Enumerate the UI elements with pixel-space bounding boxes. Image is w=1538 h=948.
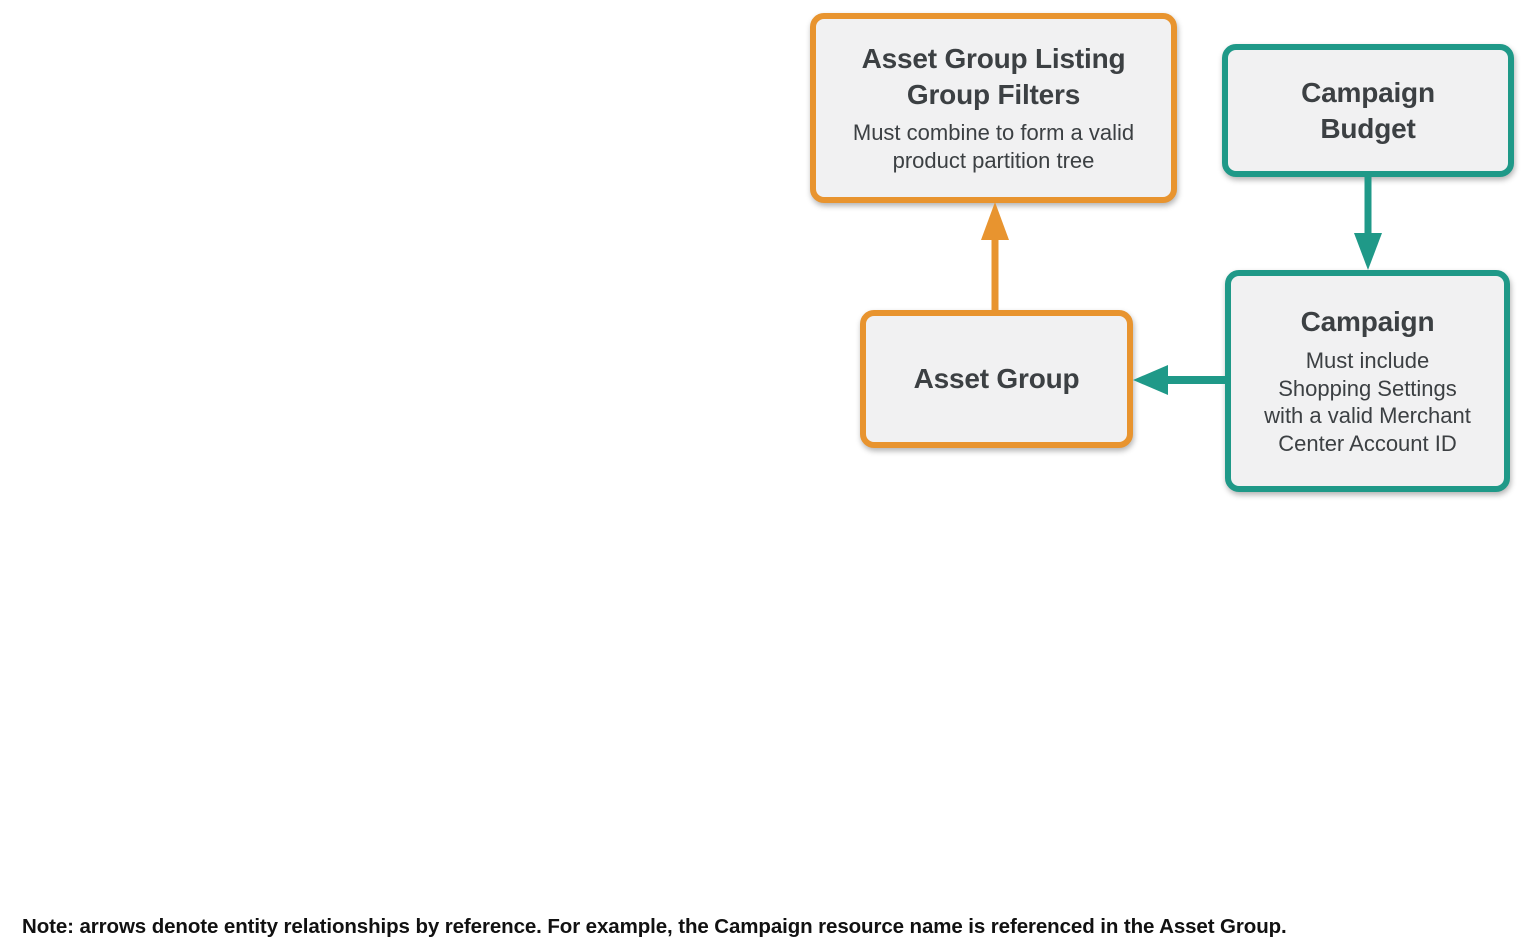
footnote: Note: arrows denote entity relationships…: [22, 915, 1287, 938]
arrow-campaign-to-asset-group-icon: [1133, 365, 1227, 395]
arrow-budget-to-campaign-icon: [1354, 175, 1382, 270]
node-campaign-budget: Campaign Budget: [1222, 44, 1514, 177]
node-subtitle: Must include Shopping Settings with a va…: [1264, 347, 1471, 456]
node-title: Campaign: [1300, 306, 1435, 338]
arrow-asset-group-to-filters-icon: [981, 202, 1009, 312]
node-campaign: Campaign Must include Shopping Settings …: [1225, 270, 1510, 492]
node-subtitle: Must combine to form a valid product par…: [852, 120, 1135, 174]
node-asset-group-listing-group-filters: Asset Group Listing Group Filters Must c…: [810, 13, 1177, 203]
node-title: Campaign Budget: [1301, 76, 1435, 144]
node-asset-group: Asset Group: [860, 310, 1133, 448]
node-title: Asset Group Listing Group Filters: [861, 43, 1126, 110]
node-title: Asset Group: [913, 363, 1080, 395]
